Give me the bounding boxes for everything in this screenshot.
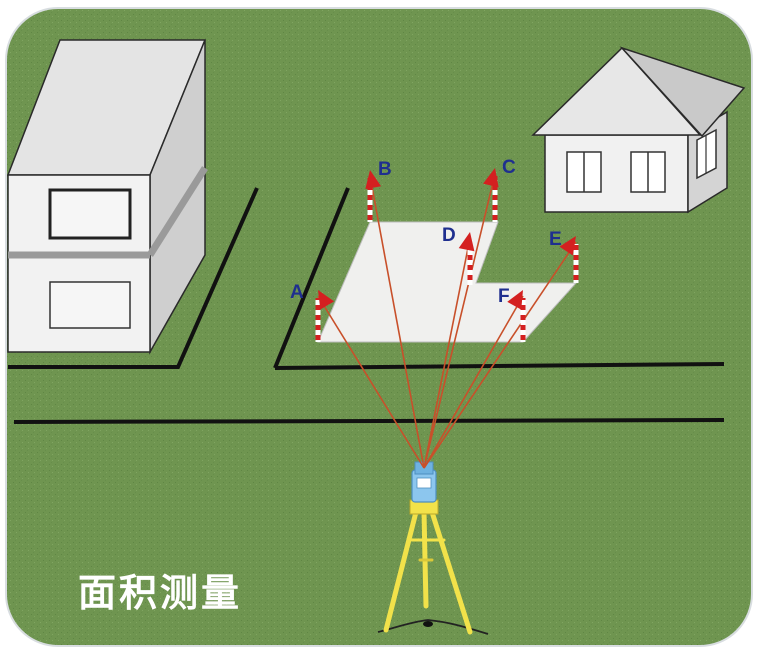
range-pole-d [467,240,473,285]
point-label-a: A [290,282,304,303]
frame-border [5,7,753,647]
range-poles [315,168,579,342]
sight-ray-a [317,295,425,469]
range-pole-e [573,244,579,283]
point-labels: A B C D E F [290,157,562,307]
tripod [383,509,473,635]
total-station-instrument [409,461,439,515]
arrow-head-f [507,290,523,310]
building-window [48,188,132,240]
arrow-head-d [458,232,475,252]
diagram-caption: 面积测量 [78,573,242,615]
sight-ray-c [423,173,496,469]
building-window [49,281,131,329]
arrow-head-b [365,170,382,190]
left-building [6,39,208,355]
point-label-f: F [498,286,510,307]
sight-ray-f [423,295,524,469]
sight-ray-e [423,241,577,469]
range-pole-b [367,178,373,222]
point-label-e: E [549,229,562,250]
point-label-c: C [502,157,516,178]
road-lines [8,187,725,424]
range-pole-c [492,176,498,222]
sight-ray-b [369,175,425,469]
arrow-head-a [318,290,335,310]
sight-rays [317,173,577,469]
arrow-head-e [559,236,576,256]
arrow-head-c [483,168,499,188]
range-pole-f [520,298,526,342]
range-pole-a [315,298,321,342]
sight-ray-d [423,237,471,469]
point-label-b: B [378,159,392,180]
house [531,46,746,214]
point-label-d: D [442,225,456,246]
